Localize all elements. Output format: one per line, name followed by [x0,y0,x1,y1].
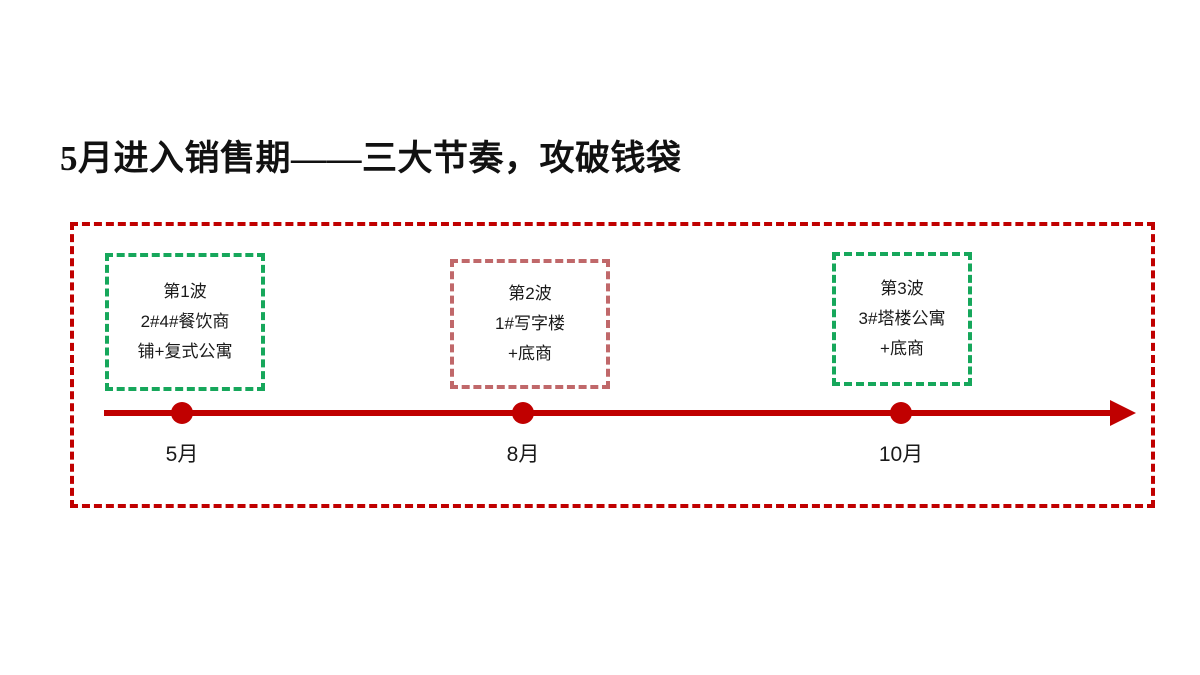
wave-box-1: 第1波 2#4#餐饮商 铺+复式公寓 [105,253,265,391]
wave-3-line2: 3#塔楼公寓 [858,309,946,329]
timeline-dot-1 [171,402,193,424]
wave-1-title: 第1波 [163,282,207,302]
timeline-dot-2 [512,402,534,424]
wave-3-title: 第3波 [880,279,924,299]
wave-2-title: 第2波 [508,284,552,304]
timeline-label-1: 5月 [165,443,199,466]
wave-box-2: 第2波 1#写字楼 +底商 [450,259,610,389]
page-title: 5月进入销售期——三大节奏，攻破钱袋 [60,139,682,178]
wave-2-line2: 1#写字楼 [495,314,565,334]
timeline-label-3: 10月 [878,443,924,466]
timeline-arrow-icon [1110,400,1136,426]
outer-dashed-frame [70,222,1155,508]
wave-3-line3: +底商 [880,338,924,358]
wave-box-3: 第3波 3#塔楼公寓 +底商 [832,252,972,386]
wave-1-line3: 铺+复式公寓 [137,341,233,361]
timeline-axis-line [104,410,1114,416]
wave-2-line3: +底商 [508,343,552,363]
timeline-label-2: 8月 [506,443,540,466]
wave-1-line2: 2#4#餐饮商 [140,312,230,332]
timeline: 5月 8月 10月 [104,380,1144,480]
timeline-dot-3 [890,402,912,424]
